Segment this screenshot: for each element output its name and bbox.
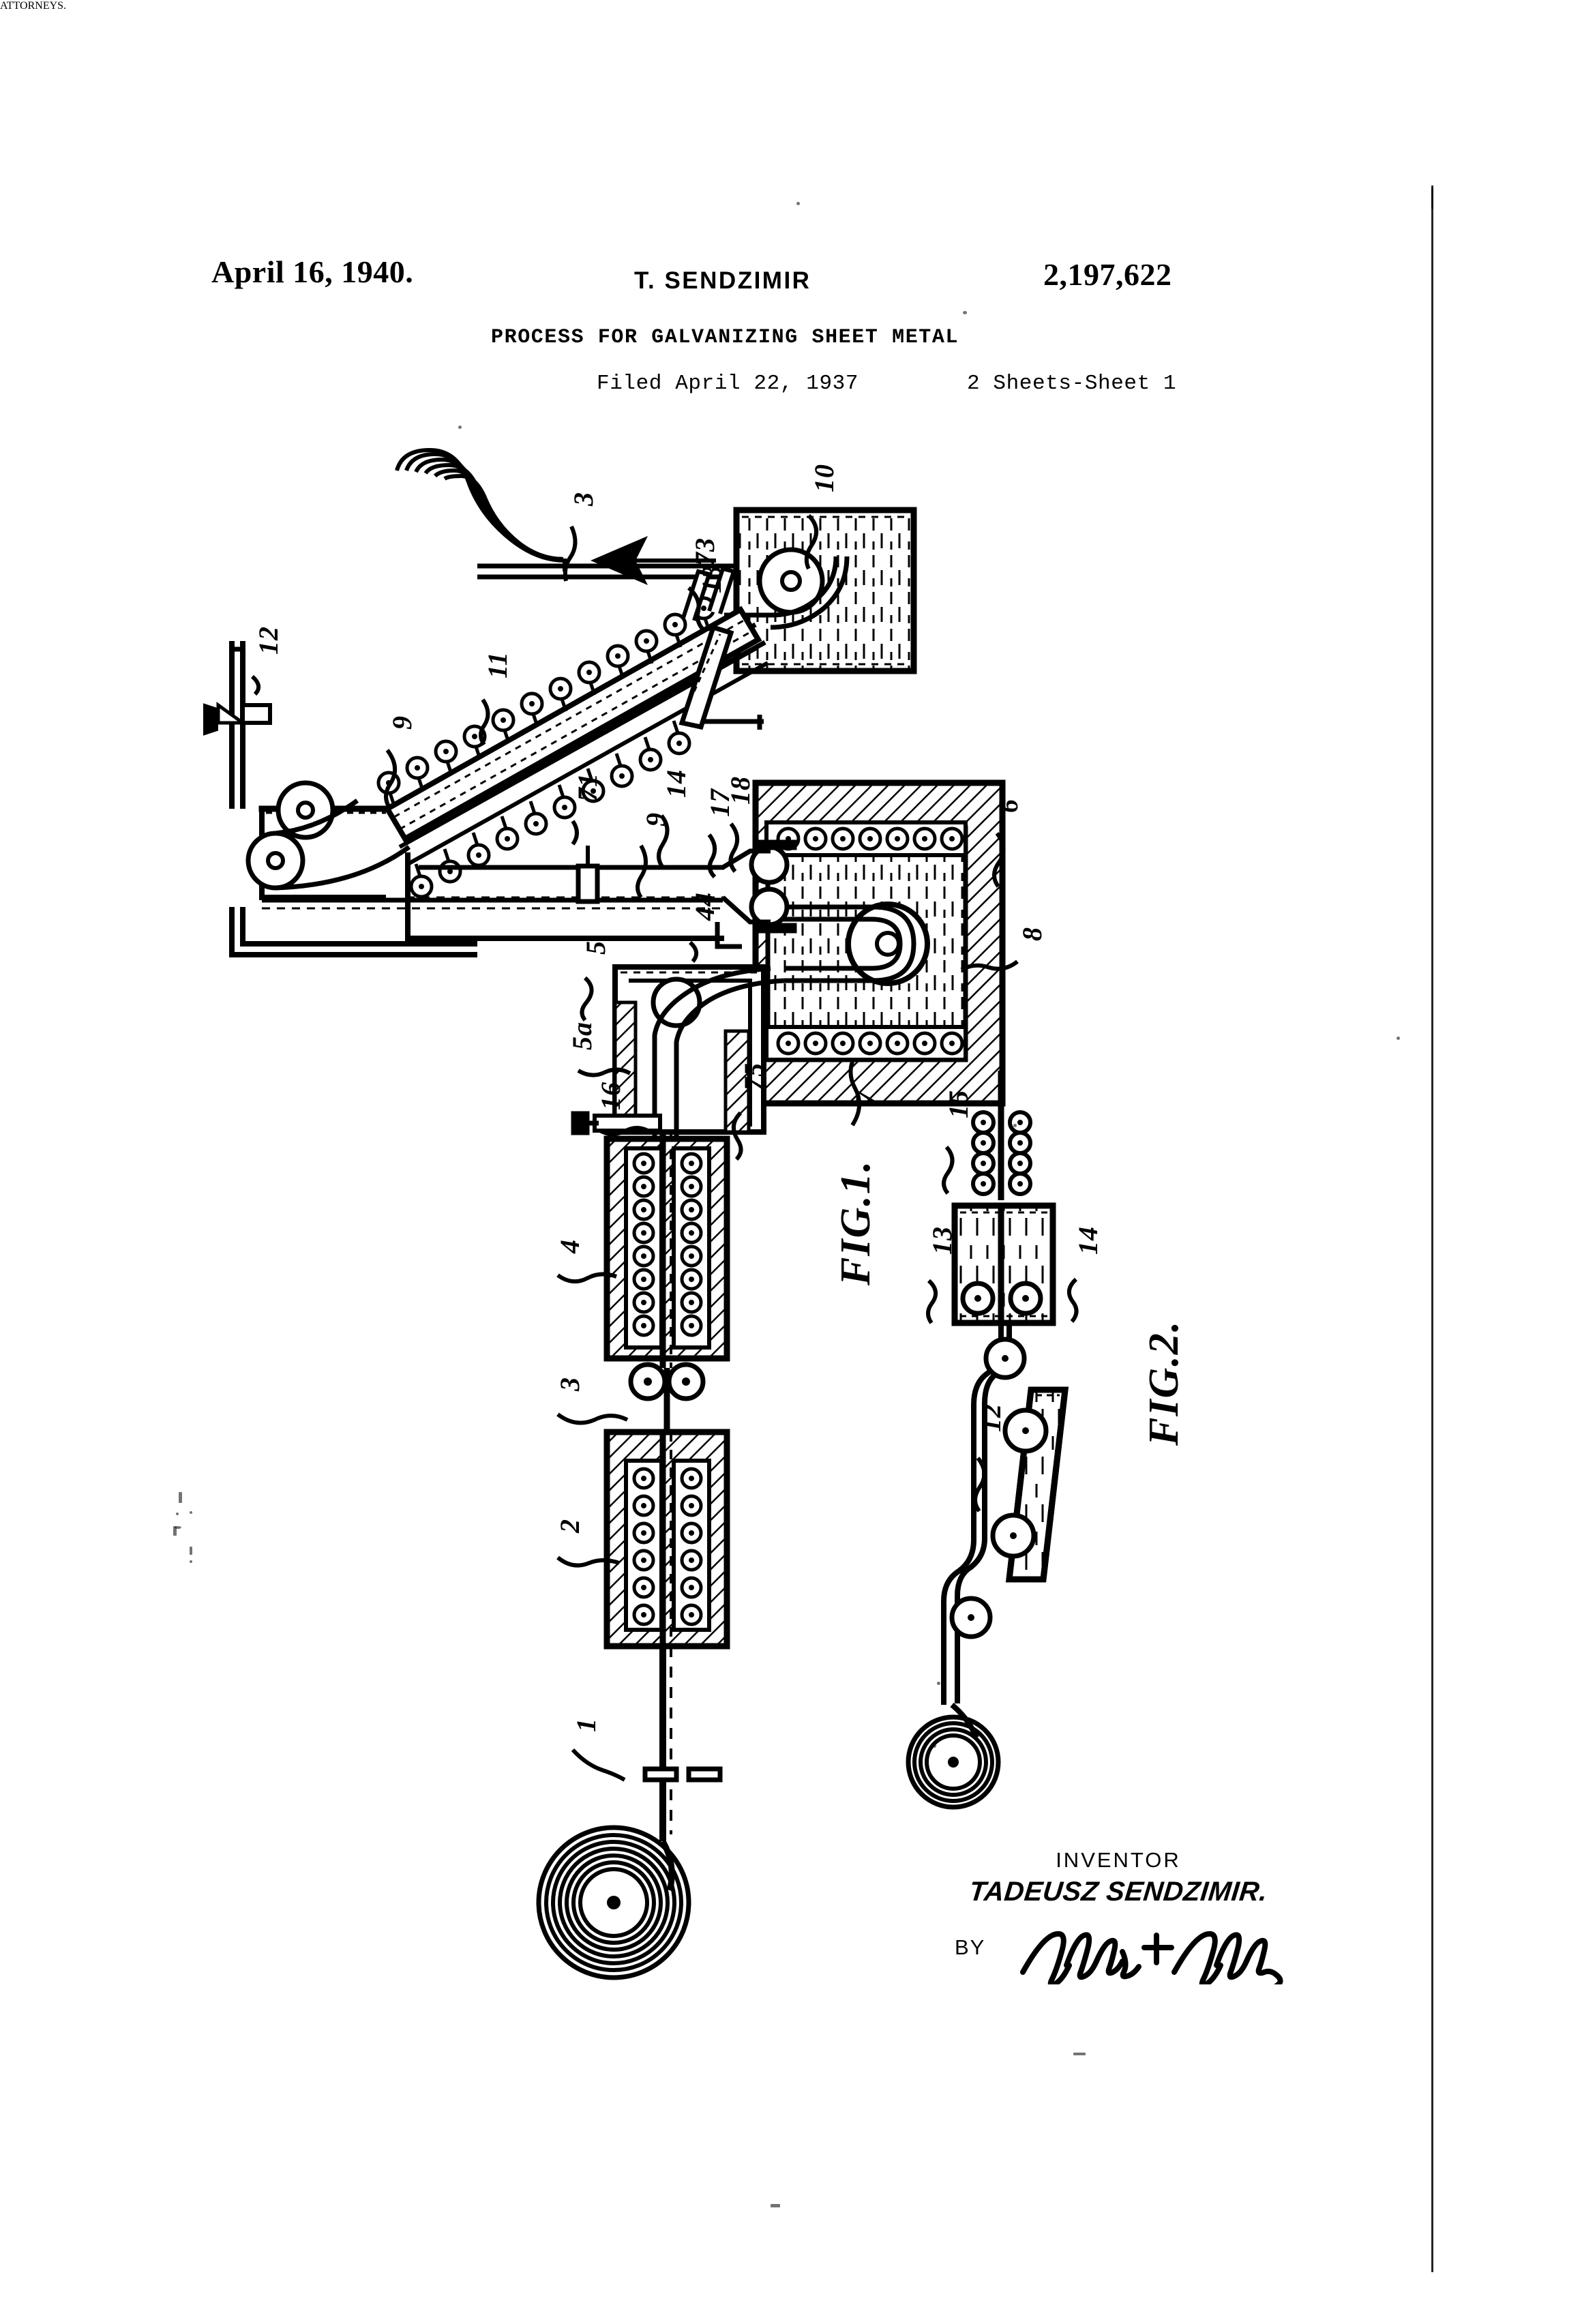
strip-to-coil-1 (642, 1646, 723, 1841)
scan-speck (458, 426, 462, 429)
scan-speck (179, 1492, 182, 1503)
scan-speck (937, 1682, 940, 1685)
patent-number: 2,197,622 (1043, 257, 1172, 292)
standpipe-71 (576, 846, 600, 904)
scan-speck (190, 1547, 192, 1555)
reference-numeral-71: 71 (572, 773, 603, 801)
scan-speck (1397, 1037, 1400, 1040)
fig2-tanks-13-14 (951, 1202, 1056, 1326)
inventor-label: INVENTOR (1056, 1848, 1181, 1872)
reference-numeral-16: 16 (595, 1082, 626, 1110)
reference-numeral-3: 3 (568, 492, 599, 506)
reference-numeral-12: 12 (253, 626, 284, 655)
patent-title: PROCESS FOR GALVANIZING SHEET METAL (491, 326, 959, 349)
return-rolls (245, 780, 411, 891)
reference-numeral-44: 44 (689, 892, 720, 921)
page-border-rule-tick (1431, 188, 1433, 209)
reference-numeral-4: 4 (554, 1239, 585, 1253)
scan-speck (190, 1511, 192, 1514)
attorney-signature (1017, 1923, 1290, 1988)
reference-numeral-75: 75 (738, 1062, 769, 1091)
chamber-5 (571, 922, 785, 1159)
by-label: BY (955, 1935, 986, 1959)
furnace-2 (603, 1429, 730, 1650)
furnace-4 (603, 1132, 730, 1368)
strip-festoon-loop (395, 447, 567, 571)
scan-speck (796, 202, 800, 205)
scan-speck (190, 1560, 192, 1563)
reference-numeral-9: 9 (640, 812, 671, 826)
reference-numeral-73: 73 (689, 537, 720, 566)
filing-date: Filed April 22, 1937 (597, 372, 859, 396)
baffle-14 (678, 624, 764, 730)
reference-numeral-6: 6 (993, 799, 1024, 813)
signature-block: INVENTOR TADEUSZ SENDZIMIR. (941, 1848, 1296, 1907)
leader-lines (250, 513, 1079, 1782)
figure-label-1: FIG.1. (833, 1159, 879, 1285)
reference-numeral-12: 12 (976, 1403, 1006, 1432)
inventor-short: T. SENDZIMIR (634, 267, 811, 294)
reference-numeral-13: 13 (696, 565, 727, 593)
reference-numeral-18: 18 (725, 776, 756, 805)
issue-date: April 16, 1940. (211, 254, 414, 289)
coil-1 (536, 1825, 691, 1980)
scan-speck (1013, 1124, 1017, 1127)
reference-numeral-8: 8 (1017, 927, 1047, 941)
scan-speck (173, 1526, 177, 1536)
attorneys-label: ATTORNEYS. (0, 0, 67, 12)
scan-speck (176, 1513, 179, 1515)
reference-numeral-5: 5 (580, 940, 611, 955)
reference-numeral-9: 9 (387, 715, 417, 730)
scan-speck (771, 2204, 780, 2207)
scan-speck (963, 311, 967, 314)
reference-numeral-3: 3 (554, 1377, 585, 1391)
tank-10 (724, 507, 917, 674)
reference-numeral-14: 14 (1073, 1226, 1103, 1255)
reference-numeral-7: 7 (850, 1090, 880, 1105)
page-border-rule (1431, 185, 1433, 2272)
reference-numeral-5a: 5a (567, 1022, 597, 1050)
roller-pair-3 (628, 1362, 706, 1432)
lower-duct-9 (262, 852, 724, 941)
scan-speck (933, 1744, 936, 1748)
furnace-block (721, 779, 1006, 1107)
reference-numeral-10: 10 (809, 464, 839, 492)
inventor-name: TADEUSZ SENDZIMIR. (968, 1877, 1269, 1907)
reference-numeral-11: 11 (482, 651, 513, 679)
scan-speck (175, 1526, 181, 1529)
fig2-roller-bank-15 (971, 1071, 1032, 1200)
sheet-count: 2 Sheets-Sheet 1 (967, 372, 1177, 396)
figure-label-2: FIG.2. (1141, 1320, 1187, 1446)
fig2-bath-12 (949, 1386, 1069, 1639)
fig2-coil (906, 1702, 1001, 1810)
reference-numeral-2: 2 (554, 1519, 585, 1533)
reference-numeral-1: 1 (571, 1718, 601, 1732)
spray-nozzles-lower (409, 720, 691, 899)
scan-speck (1073, 2053, 1086, 2055)
reference-numeral-15: 15 (943, 1090, 974, 1118)
reference-numeral-13: 13 (927, 1226, 957, 1255)
reference-numeral-14: 14 (661, 769, 691, 798)
